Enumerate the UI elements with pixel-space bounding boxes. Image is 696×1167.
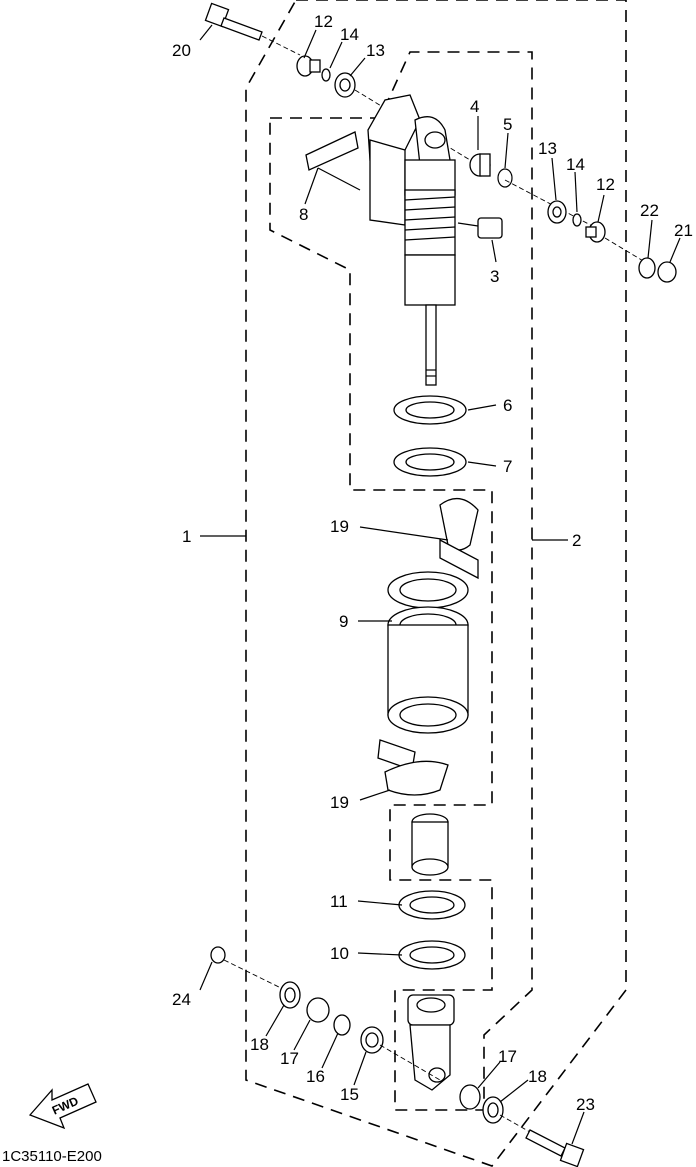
callout-2: 2	[572, 531, 581, 550]
bolt-20	[204, 2, 301, 56]
lower-clevis	[407, 994, 455, 1091]
seat-11	[398, 890, 466, 920]
callout-1: 1	[182, 527, 191, 546]
washer-22	[638, 257, 656, 279]
callout-7: 7	[503, 457, 512, 476]
callout-15: 15	[340, 1085, 359, 1104]
callout-5: 5	[503, 115, 512, 134]
callout-4: 4	[470, 97, 479, 116]
callout-8: 8	[299, 205, 308, 224]
washer-17-right	[459, 1084, 481, 1110]
bump-stop	[411, 813, 449, 876]
ring-nut-6	[393, 395, 467, 425]
spring-9	[387, 571, 469, 734]
callout-19-bottom: 19	[330, 793, 349, 812]
shock-absorber-body	[367, 94, 456, 386]
callout-24: 24	[172, 990, 191, 1009]
callout-22: 22	[640, 201, 659, 220]
collar-18-right	[482, 1096, 504, 1124]
bolt-23	[525, 1129, 585, 1167]
callout-21: 21	[674, 221, 693, 240]
bearing-15	[360, 1026, 384, 1054]
callout-3: 3	[490, 267, 499, 286]
collar-12-top	[296, 55, 321, 77]
callout-9: 9	[339, 612, 348, 631]
callout-17-right: 17	[498, 1047, 517, 1066]
callout-12-right: 12	[596, 175, 615, 194]
callout-13-top: 13	[366, 41, 385, 60]
oring-14-right	[572, 213, 582, 227]
leader-lines	[199, 24, 681, 1145]
circlip-5	[497, 168, 513, 188]
callout-12-top: 12	[314, 12, 333, 31]
collar-18-left	[279, 981, 301, 1009]
spring-guide-19-top	[439, 498, 479, 580]
callout-13-right: 13	[538, 139, 557, 158]
assembly-1-boundary	[245, 0, 627, 1167]
ring-nut-7	[393, 447, 467, 477]
assembly-2-boundary	[269, 51, 533, 1111]
callout-14-top: 14	[340, 25, 359, 44]
oring-14-top	[321, 68, 331, 82]
diagram-code: 1C35110-E200	[2, 1148, 102, 1165]
callout-6: 6	[503, 396, 512, 415]
fwd-arrow-icon: FWD	[28, 1083, 97, 1130]
valve-3	[457, 217, 503, 239]
callout-11: 11	[330, 892, 348, 911]
nut-21	[657, 261, 677, 283]
callout-18-right: 18	[528, 1067, 547, 1086]
callout-20: 20	[172, 41, 191, 60]
callout-19-top: 19	[330, 517, 349, 536]
spring-guide-19-bottom	[377, 739, 449, 796]
callout-14-right: 14	[566, 155, 585, 174]
collar-12-right	[585, 221, 606, 243]
callout-16: 16	[306, 1067, 325, 1086]
seal-13-top	[334, 72, 356, 98]
bushing-16	[333, 1014, 351, 1036]
bushing-4	[469, 153, 491, 177]
seal-13-right	[547, 200, 567, 224]
seat-10	[398, 940, 466, 970]
callout-18-left: 18	[250, 1035, 269, 1054]
label-sticker-8	[305, 131, 359, 171]
callout-23: 23	[576, 1095, 595, 1114]
callout-10: 10	[330, 944, 349, 963]
washer-17-left	[306, 997, 330, 1023]
bolt-24	[210, 946, 286, 991]
callout-17-left: 17	[280, 1049, 299, 1068]
